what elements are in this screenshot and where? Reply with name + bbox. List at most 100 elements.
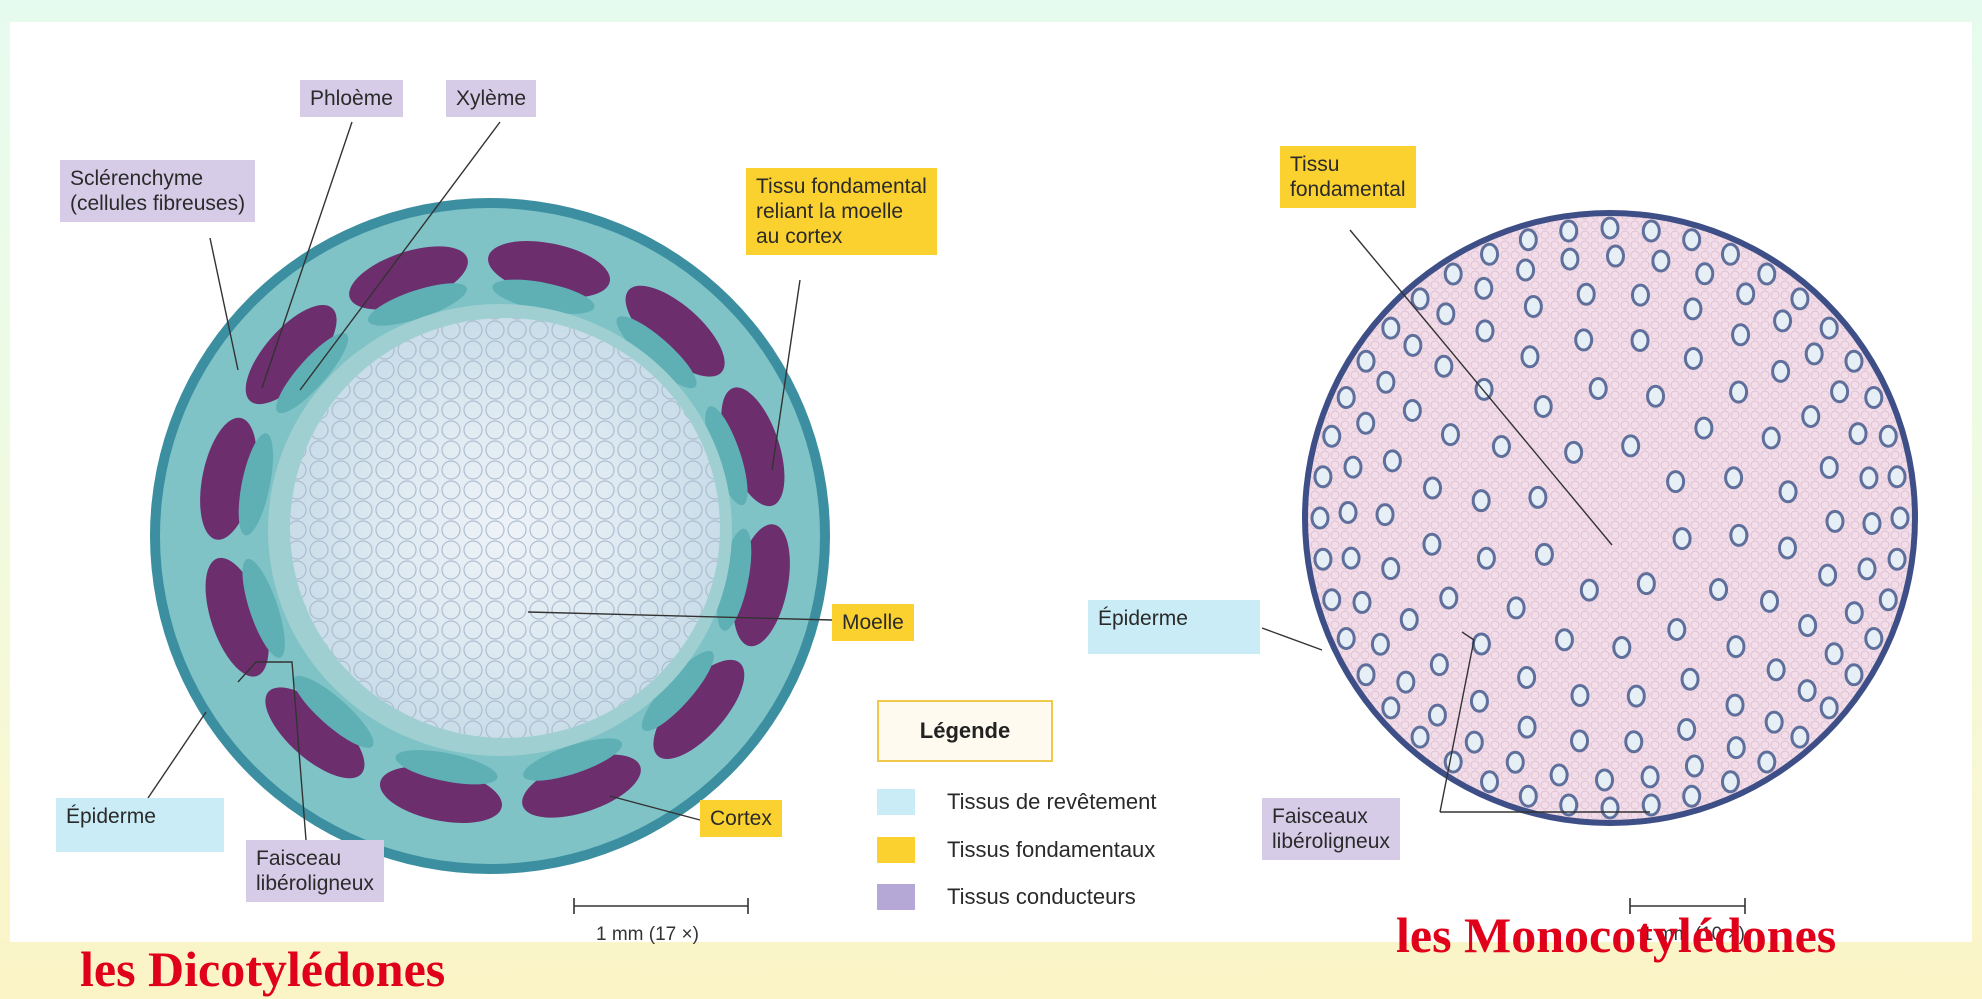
- monocot-bundle: [1343, 548, 1359, 568]
- monocot-bundle: [1684, 786, 1700, 806]
- monocot-bundle: [1445, 752, 1461, 772]
- monocot-bundle: [1773, 361, 1789, 381]
- monocot-ground-cells: [1308, 216, 1912, 820]
- monocot-bundle: [1590, 379, 1606, 399]
- monocot-bundle: [1668, 472, 1684, 492]
- monocot-bundle: [1792, 289, 1808, 309]
- monocot-bundle: [1892, 508, 1908, 528]
- label-moelle: Moelle: [832, 604, 914, 641]
- monocot-bundle: [1806, 344, 1822, 364]
- monocot-bundle: [1345, 457, 1361, 477]
- monocot-bundle: [1520, 786, 1536, 806]
- monocot-bundle: [1759, 264, 1775, 284]
- monocot-bundle: [1827, 511, 1843, 531]
- monocot-bundle: [1889, 467, 1905, 487]
- monocot-bundle: [1733, 325, 1749, 345]
- monocot-bundle: [1638, 574, 1654, 594]
- monocot-bundle: [1442, 425, 1458, 445]
- monocot-bundle: [1768, 660, 1784, 680]
- monocot-bundle: [1507, 752, 1523, 772]
- monocot-bundle: [1466, 732, 1482, 752]
- monocot-bundle: [1846, 665, 1862, 685]
- monocot-bundle: [1653, 251, 1669, 271]
- label-faisceau-dico: Faisceau libéroligneux: [246, 840, 384, 902]
- scale-bar-dico: [574, 898, 748, 914]
- monocot-bundle: [1358, 351, 1374, 371]
- monocot-bundle: [1324, 590, 1340, 610]
- monocot-bundle: [1425, 478, 1441, 498]
- scale-text-dico: 1 mm (17 ×): [596, 924, 699, 946]
- legend-item-fondamentaux: Tissus fondamentaux: [877, 837, 1155, 863]
- monocot-bundle: [1354, 592, 1370, 612]
- monocot-bundle: [1722, 772, 1738, 792]
- monocot-bundle: [1377, 505, 1393, 525]
- monocot-bundle: [1431, 655, 1447, 675]
- label-tissu-fondamental-dico: Tissu fondamental reliant la moelle au c…: [746, 168, 937, 255]
- monocot-bundle: [1697, 264, 1713, 284]
- monocot-bundle: [1821, 457, 1837, 477]
- monocot-bundle: [1859, 559, 1875, 579]
- monocot-bundle: [1889, 549, 1905, 569]
- monocot-bundle: [1519, 717, 1535, 737]
- monocot-bundle: [1763, 428, 1779, 448]
- label-cortex: Cortex: [700, 800, 782, 837]
- monocot-bundle: [1562, 249, 1578, 269]
- monocot-bundle: [1401, 610, 1417, 630]
- monocot-bundle: [1372, 634, 1388, 654]
- monocot-bundle: [1438, 304, 1454, 324]
- monocot-bundle: [1880, 590, 1896, 610]
- legend-swatch-revetement: [877, 789, 915, 815]
- monocot-bundle: [1864, 513, 1880, 533]
- legend-item-conducteurs: Tissus conducteurs: [877, 884, 1136, 910]
- monocot-bundle: [1821, 698, 1837, 718]
- monocot-bundle: [1826, 644, 1842, 664]
- monocot-bundle: [1738, 284, 1754, 304]
- monocot-bundle: [1643, 221, 1659, 241]
- leader-epiderme-mono: [1262, 628, 1322, 650]
- monocot-bundle: [1412, 289, 1428, 309]
- monocot-bundle: [1850, 424, 1866, 444]
- monocot-bundle: [1669, 620, 1685, 640]
- dicot-stem: [150, 198, 830, 874]
- monocot-bundle: [1607, 246, 1623, 266]
- label-faisceaux-mono: Faisceaux libéroligneux: [1262, 798, 1400, 860]
- monocot-bundle: [1493, 436, 1509, 456]
- monocot-bundle: [1623, 436, 1639, 456]
- monocot-bundle: [1315, 467, 1331, 487]
- monocot-bundle: [1728, 738, 1744, 758]
- title-monocotyledones: les Monocotylédones: [1396, 906, 1836, 964]
- monocot-bundle: [1312, 508, 1328, 528]
- monocot-bundle: [1682, 669, 1698, 689]
- monocot-bundle: [1338, 628, 1354, 648]
- monocot-stem: [1302, 210, 1918, 826]
- label-tissu-fondamental-mono: Tissu fondamental: [1280, 146, 1416, 208]
- legend-box: Légende: [877, 700, 1053, 762]
- legend-title: Légende: [920, 718, 1010, 744]
- monocot-bundle: [1520, 230, 1536, 250]
- monocot-bundle: [1525, 296, 1541, 316]
- monocot-bundle: [1792, 727, 1808, 747]
- monocot-bundle: [1324, 426, 1340, 446]
- monocot-bundle: [1759, 752, 1775, 772]
- legend-label-fondamentaux: Tissus fondamentaux: [947, 837, 1155, 863]
- monocot-bundle: [1482, 772, 1498, 792]
- monocot-bundle: [1728, 637, 1744, 657]
- monocot-bundle: [1535, 396, 1551, 416]
- monocot-bundle: [1581, 580, 1597, 600]
- label-epiderme-mono: Épiderme: [1088, 600, 1260, 654]
- monocot-bundle: [1358, 413, 1374, 433]
- monocot-bundle: [1358, 665, 1374, 685]
- monocot-bundle: [1685, 299, 1701, 319]
- monocot-bundle: [1561, 221, 1577, 241]
- monocot-bundle: [1572, 685, 1588, 705]
- monocot-bundle: [1471, 691, 1487, 711]
- monocot-bundle: [1597, 770, 1613, 790]
- monocot-bundle: [1727, 695, 1743, 715]
- monocot-bundle: [1530, 487, 1546, 507]
- monocot-bundle: [1572, 731, 1588, 751]
- title-dicotyledones: les Dicotylédones: [80, 940, 445, 998]
- monocot-bundle: [1405, 335, 1421, 355]
- monocot-bundle: [1338, 388, 1354, 408]
- legend-swatch-fondamentaux: [877, 837, 915, 863]
- monocot-bundle: [1762, 591, 1778, 611]
